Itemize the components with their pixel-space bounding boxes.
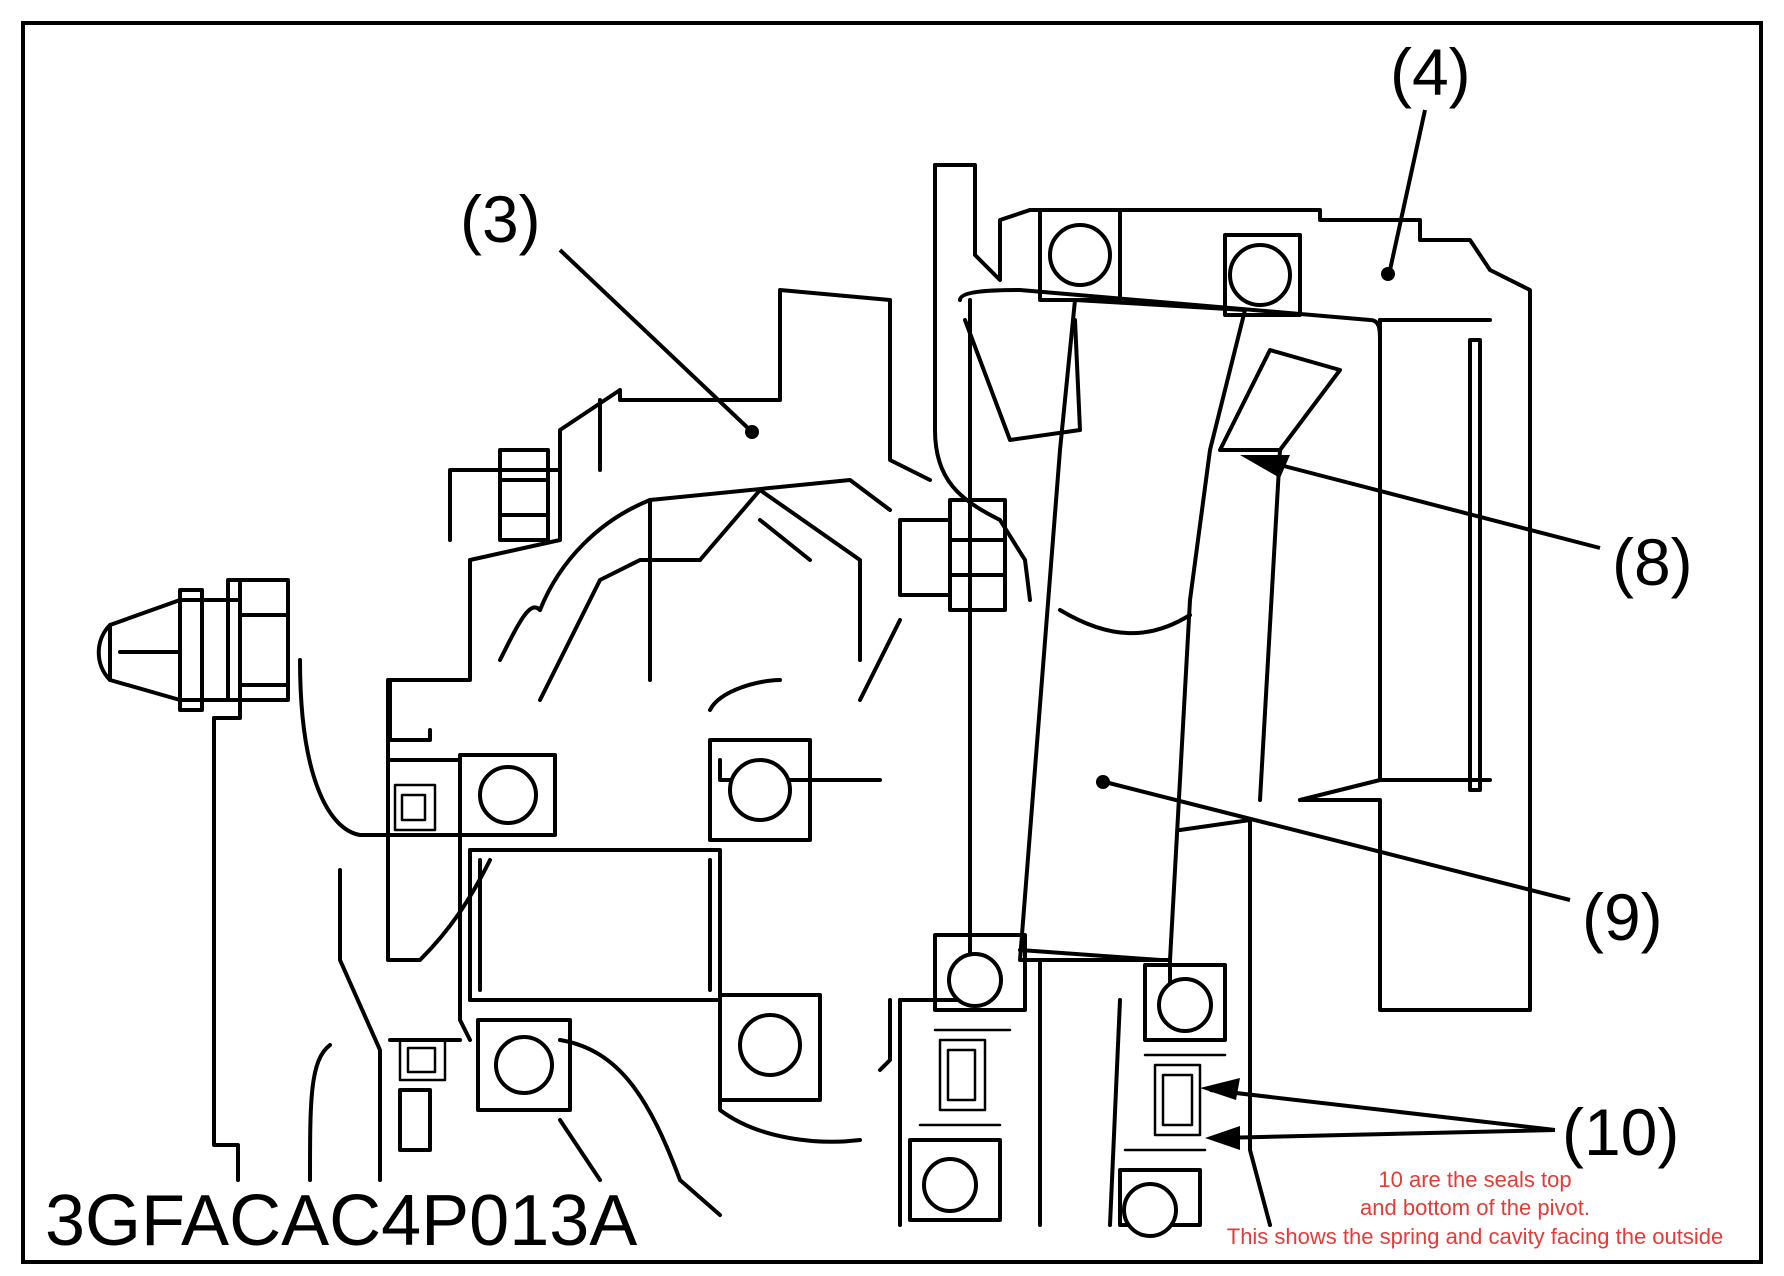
pivot-top-bearing-right [1223, 233, 1302, 317]
bearing-center-lower [718, 993, 822, 1102]
callout-label-9: (9) [1582, 880, 1663, 954]
bearing-center-upper [708, 738, 812, 842]
left-bolt [96, 578, 290, 712]
diagram-frame [21, 21, 1763, 1264]
callout-leaders [558, 109, 1601, 1150]
pivot-top-bearing-left [1038, 208, 1122, 302]
drawing-code: 3GFACAC4P013A [45, 1181, 637, 1261]
pivot-seal-right [1123, 1053, 1227, 1152]
middle-hex-bolt [898, 498, 1007, 612]
left-hub [212, 578, 722, 1217]
mechanical-drawing [96, 163, 1532, 1238]
annotation-line-3: This shows the spring and cavity facing … [1227, 1224, 1724, 1249]
pivot-seal-left [918, 1028, 1012, 1127]
pivot-lower-walls [898, 998, 1272, 1227]
pivot-bottom-bearing-left-2 [908, 1138, 1002, 1222]
housing-3 [386, 288, 932, 1144]
callout-label-8: (8) [1612, 525, 1693, 599]
callout-label-10: (10) [1562, 1095, 1679, 1169]
pivot-bottom-bearing-right [1143, 963, 1227, 1042]
left-seal-upper [393, 783, 437, 832]
left-seal-lower [398, 1038, 447, 1082]
pivot-bottom-bearing-left [933, 933, 1027, 1012]
pivot-pin-9 [1018, 298, 1247, 1002]
central-shaft [468, 848, 722, 1002]
annotation-line-2: and bottom of the pivot. [1360, 1195, 1590, 1220]
annotation-line-1: 10 are the seals top [1378, 1167, 1571, 1192]
bearing-left-upper [458, 753, 557, 837]
callout-label-3: (3) [460, 182, 541, 256]
bearing-left-lower [476, 1018, 572, 1112]
pivot-bottom-bearing-right-2 [1118, 1168, 1202, 1238]
housing-top-bolt [498, 448, 550, 542]
callout-label-4: (4) [1390, 35, 1471, 109]
